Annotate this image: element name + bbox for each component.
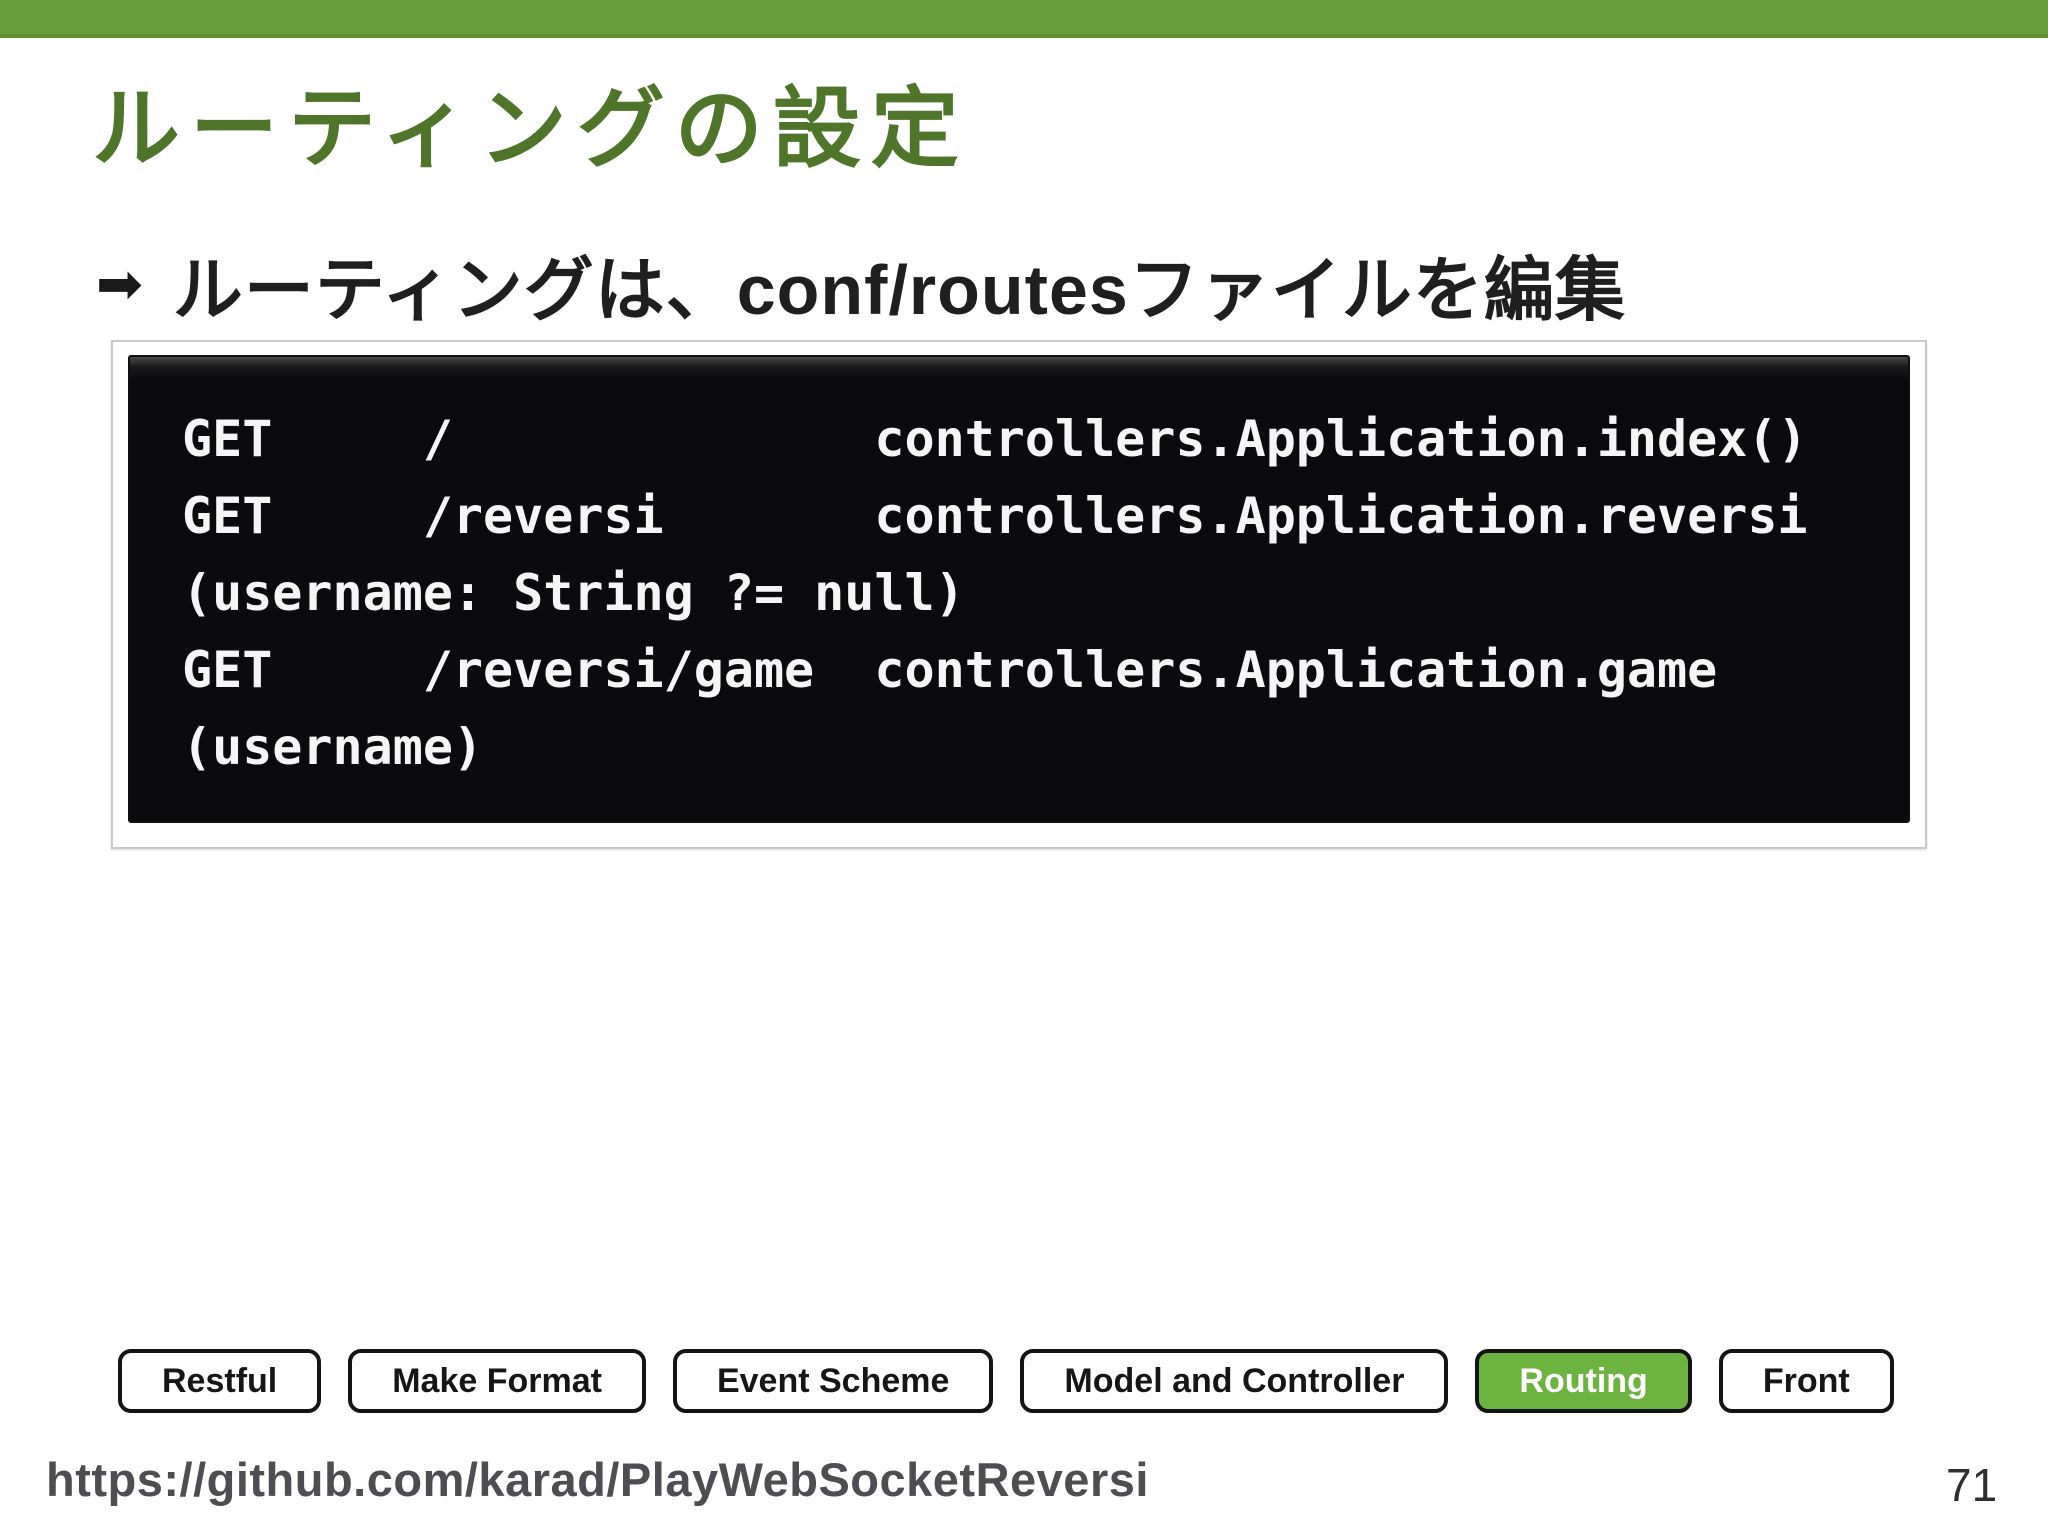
page-number: 71	[1946, 1459, 1998, 1511]
tab-event-scheme[interactable]: Event Scheme	[672, 1349, 994, 1413]
section-tab-bar: Restful Make Format Event Scheme Model and …	[118, 1349, 1894, 1413]
tab-front[interactable]: Front	[1718, 1349, 1894, 1413]
slide-title: ルーティングの設定	[92, 79, 969, 178]
bullet-text: ルーティングは、conf/routesファイルを編集	[172, 251, 1626, 329]
footer-url: https://github.com/karad/PlayWebSocketRe…	[46, 1453, 1149, 1506]
top-accent-bar	[0, 0, 2048, 38]
tab-model-and-controller[interactable]: Model and Controller	[1020, 1349, 1449, 1413]
bullet-line: ➡ ルーティングは、conf/routesファイルを編集	[96, 234, 1626, 335]
tab-make-format[interactable]: Make Format	[348, 1349, 646, 1413]
tab-restful[interactable]: Restful	[118, 1349, 322, 1413]
code-screenshot-frame: GET / controllers.Application.index() GE…	[111, 340, 1927, 849]
arrow-right-icon: ➡	[96, 251, 143, 317]
routes-code-block: GET / controllers.Application.index() GE…	[128, 355, 1910, 823]
tab-routing[interactable]: Routing	[1475, 1349, 1692, 1413]
